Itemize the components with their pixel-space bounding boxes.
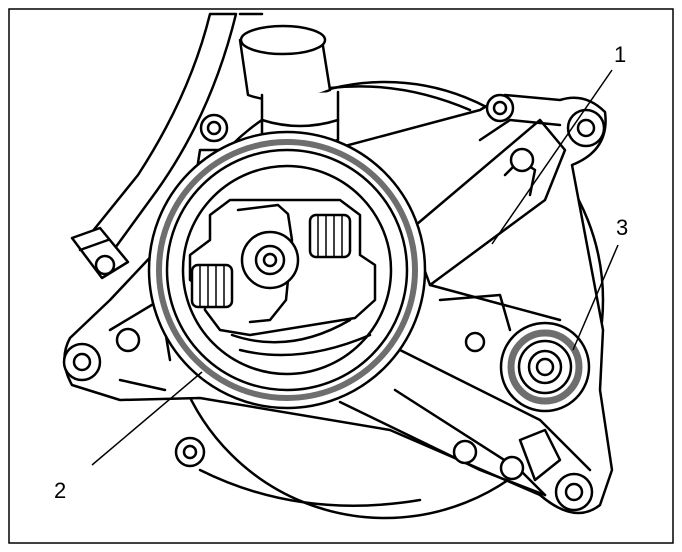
callout-leader-1 <box>491 69 613 245</box>
seal-fitting <box>499 321 591 413</box>
cover-o-ring <box>156 139 418 401</box>
callout-leader-3 <box>572 244 619 351</box>
drive-coupling <box>188 198 377 357</box>
housing-bolts <box>94 93 535 481</box>
mounting-lug-bottom-right <box>554 472 594 512</box>
callout-leader-2 <box>91 371 203 466</box>
mounting-lug-top-right <box>566 108 606 148</box>
seal-ring <box>507 329 583 405</box>
callout-label-2: 2 <box>54 478 66 503</box>
callout-label-3: 3 <box>616 215 628 240</box>
callout-label-1: 1 <box>614 42 626 67</box>
mounting-lug-left <box>62 342 102 382</box>
